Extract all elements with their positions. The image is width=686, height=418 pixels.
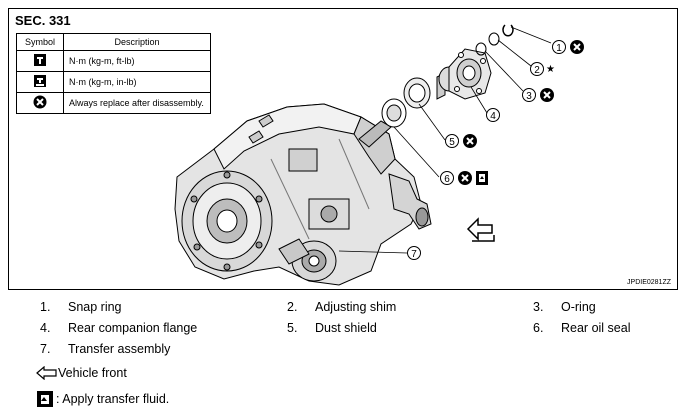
vehicle-front-arrow-icon [466, 217, 495, 242]
dust-shield-drawing [403, 77, 431, 109]
exploded-view-drawing: 1 2 ★ 3 4 5 6 7 [174, 24, 584, 286]
diagram-frame: 1 2 ★ 3 4 5 6 7 [8, 8, 678, 290]
callout-1: 1 [552, 40, 584, 54]
adjusting-shim-drawing [488, 32, 500, 46]
description-header: Description [63, 33, 211, 51]
legend-item: 3.O-ring [533, 300, 596, 314]
star-mark: ★ [546, 64, 555, 75]
svg-text:6: 6 [444, 174, 450, 185]
rear-oil-seal-drawing [381, 98, 407, 128]
o-ring-drawing [475, 42, 487, 56]
symbol-table: Symbol Description N·m (kg-m, ft-lb) N·m… [16, 33, 211, 114]
replace-x-icon [463, 134, 477, 148]
svg-text:3: 3 [526, 91, 532, 102]
svg-text:5: 5 [449, 137, 455, 148]
torque-wrench-small-icon [34, 75, 46, 87]
symbol-desc: N·m (kg-m, ft-lb) [63, 50, 211, 72]
rear-companion-flange-drawing [436, 48, 492, 100]
callout-5: 5 [445, 134, 477, 148]
symbol-desc: N·m (kg-m, in-lb) [63, 71, 211, 93]
callout-6: 6 [440, 171, 488, 185]
figure-id: JPDIE0281ZZ [627, 279, 671, 286]
svg-text:1: 1 [556, 43, 562, 54]
replace-x-icon [540, 88, 554, 102]
legend-item: 5.Dust shield [287, 321, 377, 335]
section-title: SEC. 331 [15, 13, 71, 28]
vehicle-front-note: Vehicle front [36, 366, 127, 380]
legend-item: 1.Snap ring [40, 300, 122, 314]
callout-4: 4 [486, 108, 500, 122]
replace-x-icon [33, 95, 47, 109]
legend-item: 4.Rear companion flange [40, 321, 198, 335]
replace-x-icon [570, 40, 584, 54]
callout-3: 3 [522, 88, 554, 102]
legend-item: 2.Adjusting shim [287, 300, 397, 314]
callout-7: 7 [407, 246, 421, 260]
vehicle-front-arrow-icon [36, 366, 57, 380]
svg-text:7: 7 [411, 249, 417, 260]
legend-item: 6.Rear oil seal [533, 321, 631, 335]
replace-x-icon [458, 171, 472, 185]
symbol-header: Symbol [16, 33, 64, 51]
apply-fluid-note: : Apply transfer fluid. [36, 390, 169, 408]
leader-lines [338, 26, 552, 254]
transfer-assembly-drawing [174, 103, 432, 286]
snap-ring-drawing [502, 24, 514, 37]
fluid-can-icon [37, 391, 53, 407]
svg-text:2: 2 [534, 65, 540, 76]
symbol-desc: Always replace after disassembly. [63, 92, 211, 114]
fluid-can-icon [476, 171, 488, 185]
torque-wrench-icon [34, 54, 46, 66]
legend-item: 7.Transfer assembly [40, 342, 171, 356]
svg-text:4: 4 [490, 111, 496, 122]
callout-2: 2 ★ [530, 62, 555, 76]
